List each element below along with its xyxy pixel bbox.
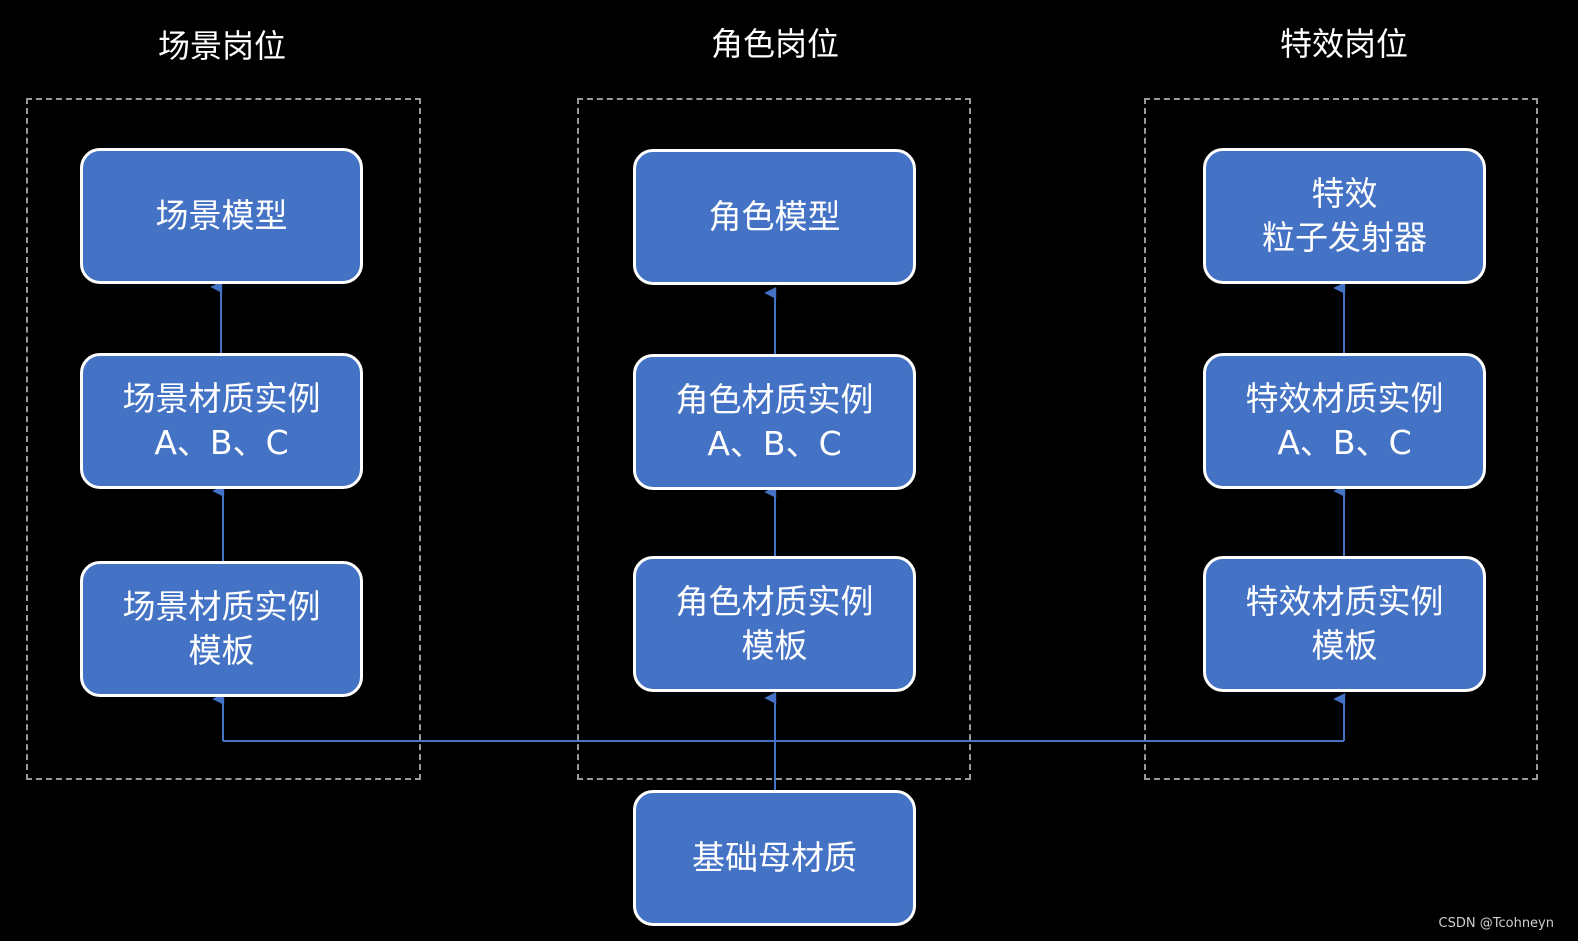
scene-model-box: 场景模型	[80, 148, 363, 284]
scene-template-box: 场景材质实例 模板	[80, 561, 363, 697]
effects-template-label: 特效材质实例	[1245, 582, 1444, 621]
scene-instance-label: 场景材质实例	[122, 379, 321, 418]
character-template-sublabel: 模板	[741, 626, 808, 665]
effects-instance-variants: A、B、C	[1277, 423, 1412, 462]
scene-template-sublabel: 模板	[188, 631, 255, 670]
scene-template-label: 场景材质实例	[122, 587, 321, 626]
character-template-label: 角色材质实例	[675, 582, 874, 621]
effects-instance-box: 特效材质实例 A、B、C	[1203, 353, 1486, 489]
character-instance-box: 角色材质实例 A、B、C	[633, 354, 916, 490]
effects-model-sublabel: 粒子发射器	[1262, 218, 1427, 257]
effects-template-sublabel: 模板	[1311, 626, 1378, 665]
effects-model-box: 特效 粒子发射器	[1203, 148, 1486, 284]
column-title-effects: 特效岗位	[1279, 25, 1408, 63]
effects-model-label: 特效	[1311, 174, 1378, 213]
character-template-box: 角色材质实例 模板	[633, 556, 916, 692]
effects-group-frame	[1144, 98, 1538, 780]
base-material-label: 基础母材质	[692, 838, 857, 877]
character-model-box: 角色模型	[633, 149, 916, 285]
base-material-box: 基础母材质	[633, 790, 916, 926]
character-model-label: 角色模型	[708, 197, 841, 236]
effects-instance-label: 特效材质实例	[1245, 379, 1444, 418]
character-instance-label: 角色材质实例	[675, 380, 874, 419]
scene-group-frame	[26, 98, 421, 780]
scene-model-label: 场景模型	[155, 196, 288, 235]
scene-instance-box: 场景材质实例 A、B、C	[80, 353, 363, 489]
effects-template-box: 特效材质实例 模板	[1203, 556, 1486, 692]
scene-instance-variants: A、B、C	[154, 423, 289, 462]
character-instance-variants: A、B、C	[707, 424, 842, 463]
column-title-scene: 场景岗位	[157, 27, 286, 65]
watermark: CSDN @Tcohneyn	[1438, 916, 1554, 931]
column-title-character: 角色岗位	[710, 25, 839, 63]
